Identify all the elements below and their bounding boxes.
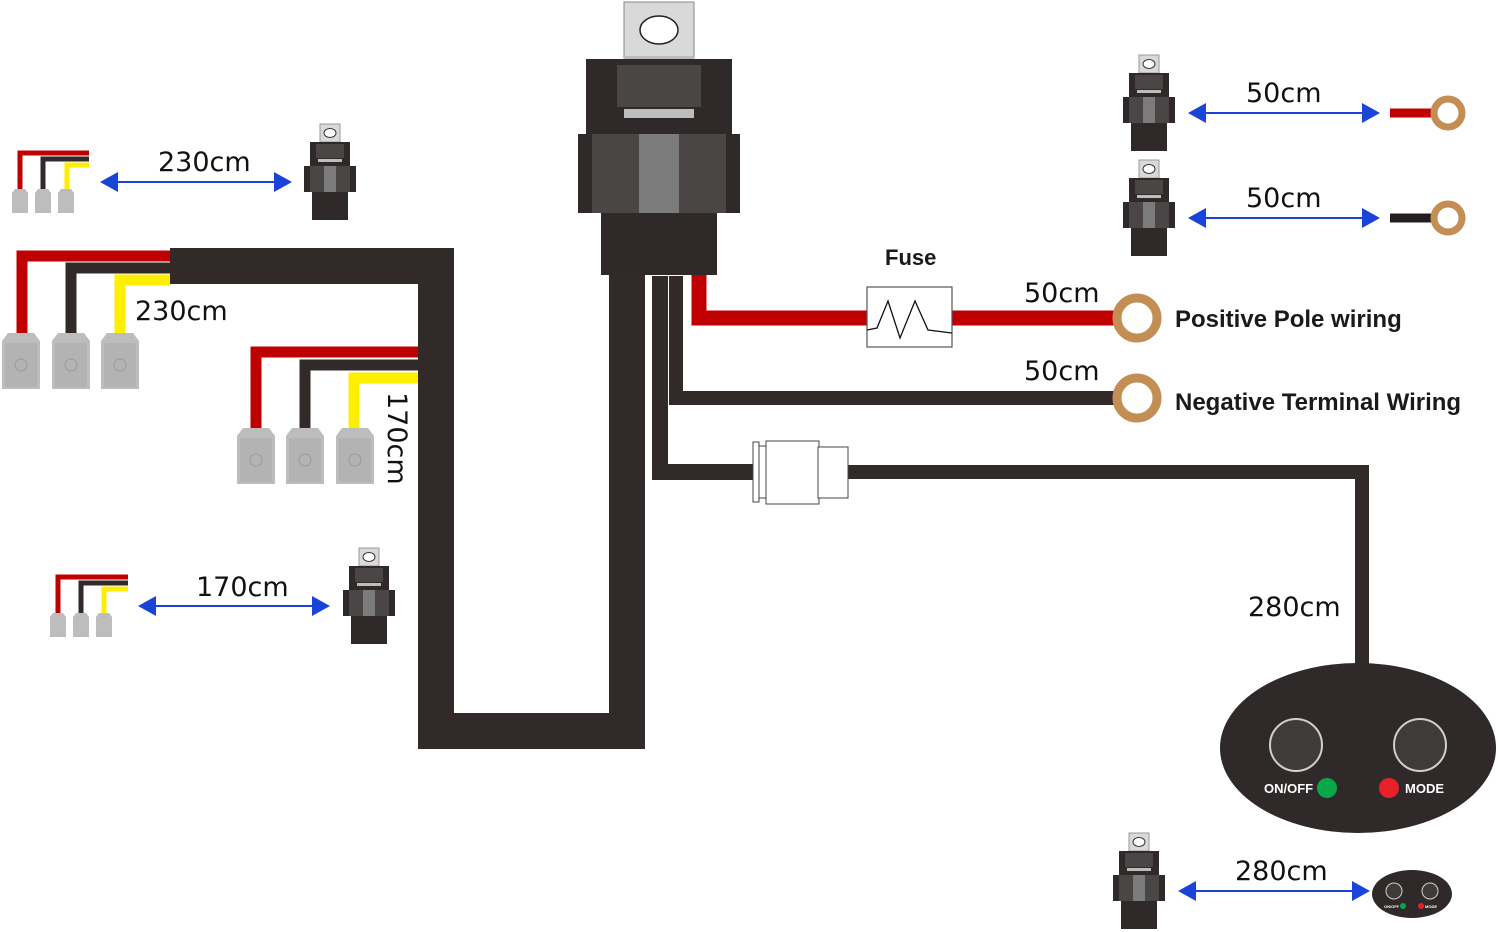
fuse-label: Fuse — [885, 245, 936, 270]
length-label-negative: 50cm — [1024, 356, 1100, 387]
main-harness — [170, 248, 1369, 749]
led-green-icon — [1317, 778, 1337, 798]
arrow-left-icon — [1188, 208, 1206, 228]
arrow-right-icon — [1362, 103, 1380, 123]
length-label-bottom-switch: 280cm — [1235, 856, 1328, 887]
arrow-right-icon — [1362, 208, 1380, 228]
relay-icon — [1112, 832, 1166, 930]
connector-plug — [51, 332, 91, 390]
fuse: Fuse — [866, 245, 953, 348]
length-label-left-main: 230cm — [135, 296, 228, 327]
on-off-label: ON/OFF — [1264, 781, 1313, 796]
relay-icon — [303, 123, 357, 221]
connector-plug — [285, 427, 325, 485]
led-red-icon — [1379, 778, 1399, 798]
relay-icon — [1122, 54, 1176, 152]
ring-terminal-icon — [1430, 95, 1466, 131]
inline-connector — [752, 440, 849, 505]
ring-terminal-icon — [1430, 200, 1466, 236]
ring-terminal-negative — [1112, 373, 1162, 423]
switch-panel-small-icon: ON/OFF MODE — [1372, 870, 1452, 918]
switch-panel: ON/OFF MODE — [1220, 663, 1496, 833]
small-mode-label: MODE — [1425, 904, 1437, 909]
length-label-right-top-positive: 50cm — [1246, 78, 1322, 109]
legend-row-280cm: 280cm ON/OFF MODE — [1112, 832, 1452, 930]
length-label-switch-cable: 280cm — [1248, 592, 1341, 623]
positive-wire — [691, 275, 1120, 326]
length-label-positive: 50cm — [1024, 278, 1100, 309]
arrow-left-icon — [1188, 103, 1206, 123]
arrow-left-icon — [138, 596, 156, 616]
negative-terminal-label: Negative Terminal Wiring — [1175, 389, 1461, 416]
connector-plug — [100, 332, 140, 390]
arrow-left-icon — [1178, 881, 1196, 901]
connector-plug — [335, 427, 375, 485]
length-label-left-bottom: 170cm — [196, 572, 289, 603]
connector-plug — [1, 332, 41, 390]
legend-row-230cm: 230cm — [12, 123, 357, 221]
connector-plug — [236, 427, 276, 485]
positive-pole-label: Positive Pole wiring — [1175, 306, 1402, 333]
branch-230cm: 230cm — [1, 250, 228, 390]
ring-terminal-positive — [1112, 293, 1162, 343]
arrow-left-icon — [100, 172, 118, 192]
length-label-left-top: 230cm — [158, 147, 251, 178]
legend-row-50cm-positive: 50cm — [1122, 54, 1466, 152]
branch-170cm: 170cm — [236, 346, 418, 485]
length-label-left-branch: 170cm — [381, 392, 412, 485]
arrow-right-icon — [312, 596, 330, 616]
arrow-right-icon — [274, 172, 292, 192]
small-on-off-label: ON/OFF — [1384, 904, 1400, 909]
mode-label: MODE — [1405, 781, 1444, 796]
legend-row-50cm-negative: 50cm — [1122, 159, 1466, 257]
relay-icon — [342, 547, 396, 645]
relay-icon — [1122, 159, 1176, 257]
legend-row-170cm: 170cm — [50, 547, 396, 645]
on-off-button[interactable] — [1269, 718, 1323, 772]
mode-button[interactable] — [1393, 718, 1447, 772]
relay — [578, 1, 740, 275]
length-label-right-top-negative: 50cm — [1246, 183, 1322, 214]
arrow-right-icon — [1352, 881, 1370, 901]
